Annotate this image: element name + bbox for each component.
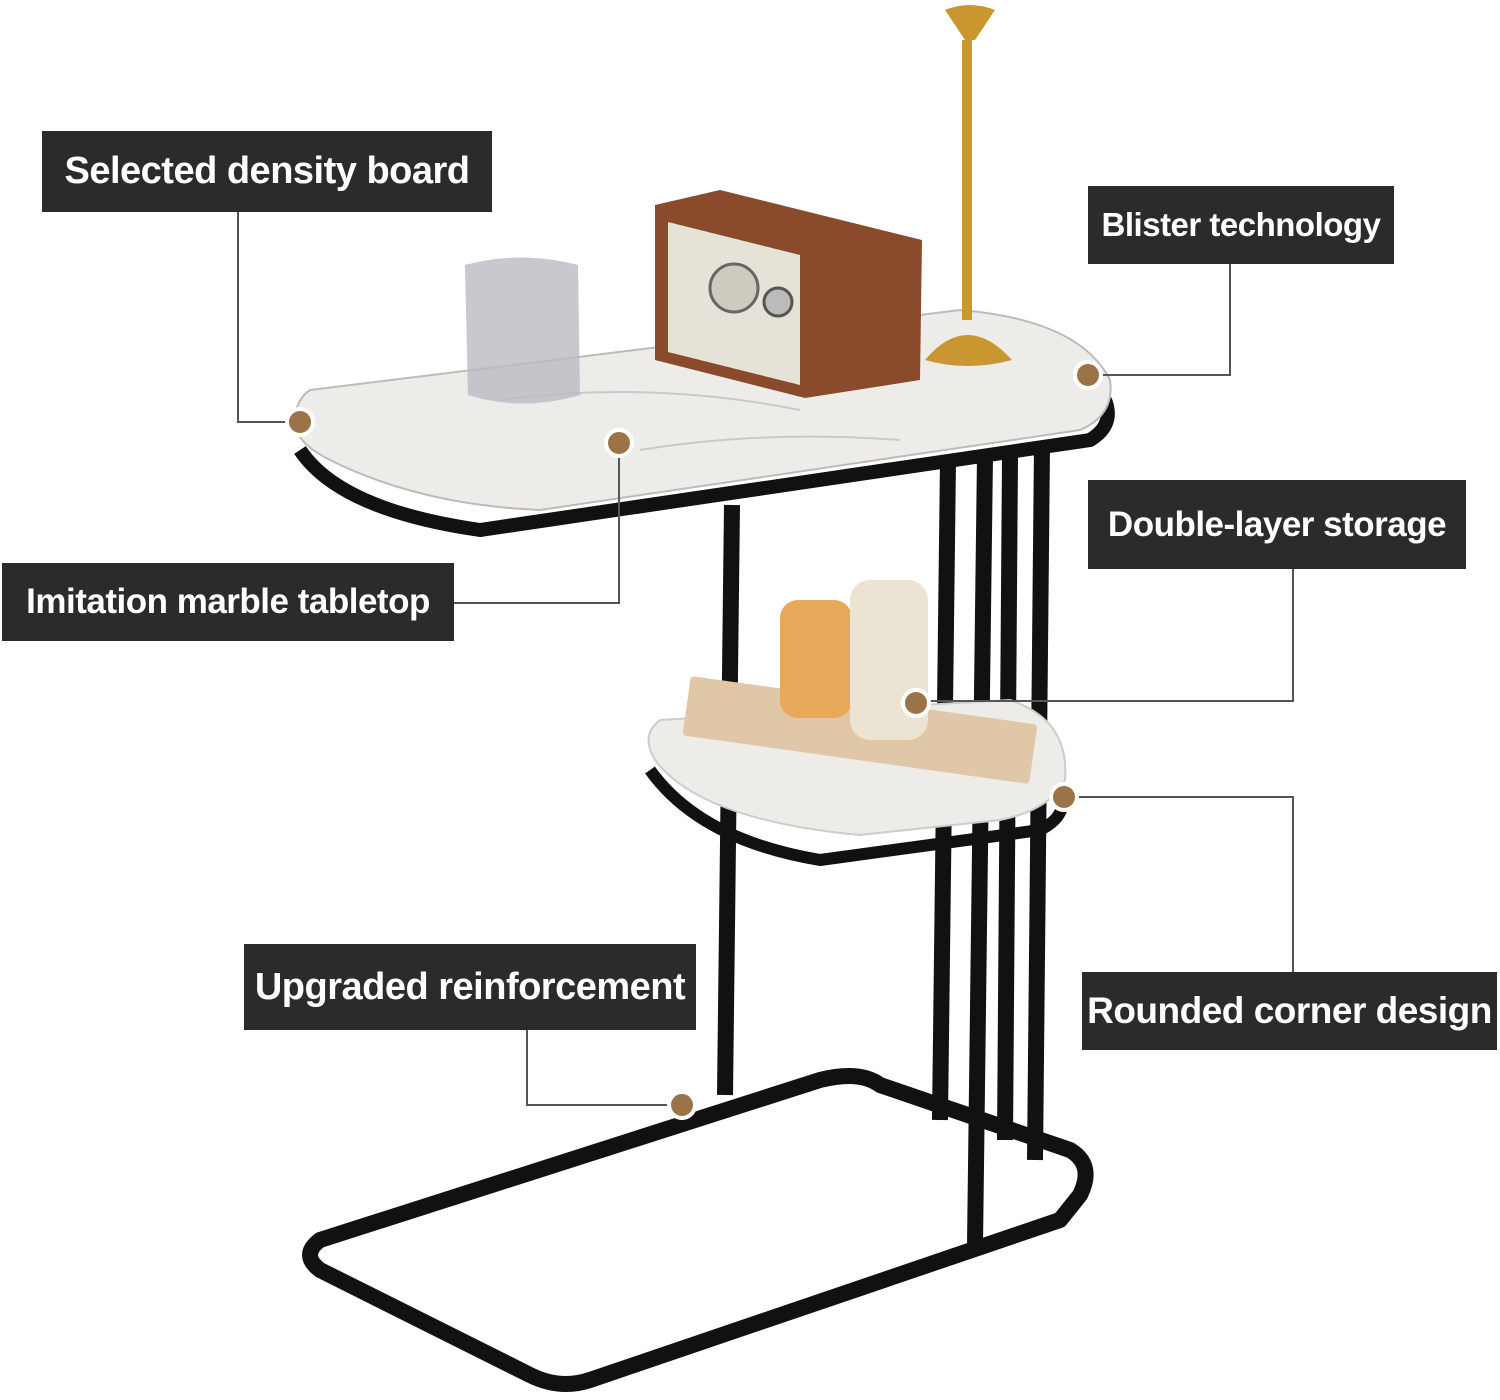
callout-rounded-corner: Rounded corner design bbox=[1082, 972, 1497, 1050]
candlestick bbox=[925, 5, 1012, 366]
leader-lines bbox=[237, 212, 1294, 1106]
callout-marble-tabletop: Imitation marble tabletop bbox=[2, 563, 454, 641]
marker-dot bbox=[604, 428, 634, 458]
callout-blister-technology: Blister technology bbox=[1088, 186, 1394, 264]
callout-density-board: Selected density board bbox=[42, 131, 492, 212]
marker-dot bbox=[285, 407, 315, 437]
radio bbox=[655, 190, 922, 398]
glass bbox=[465, 257, 580, 404]
callout-upgraded-reinforcement: Upgraded reinforcement bbox=[244, 944, 696, 1030]
callout-double-layer-storage: Double-layer storage bbox=[1088, 480, 1466, 569]
marker-dot bbox=[667, 1090, 697, 1120]
base-frame bbox=[302, 1068, 1094, 1392]
callout-markers bbox=[285, 360, 1103, 1120]
marker-dot bbox=[901, 688, 931, 718]
marker-dot bbox=[1049, 782, 1079, 812]
marker-dot bbox=[1073, 360, 1103, 390]
